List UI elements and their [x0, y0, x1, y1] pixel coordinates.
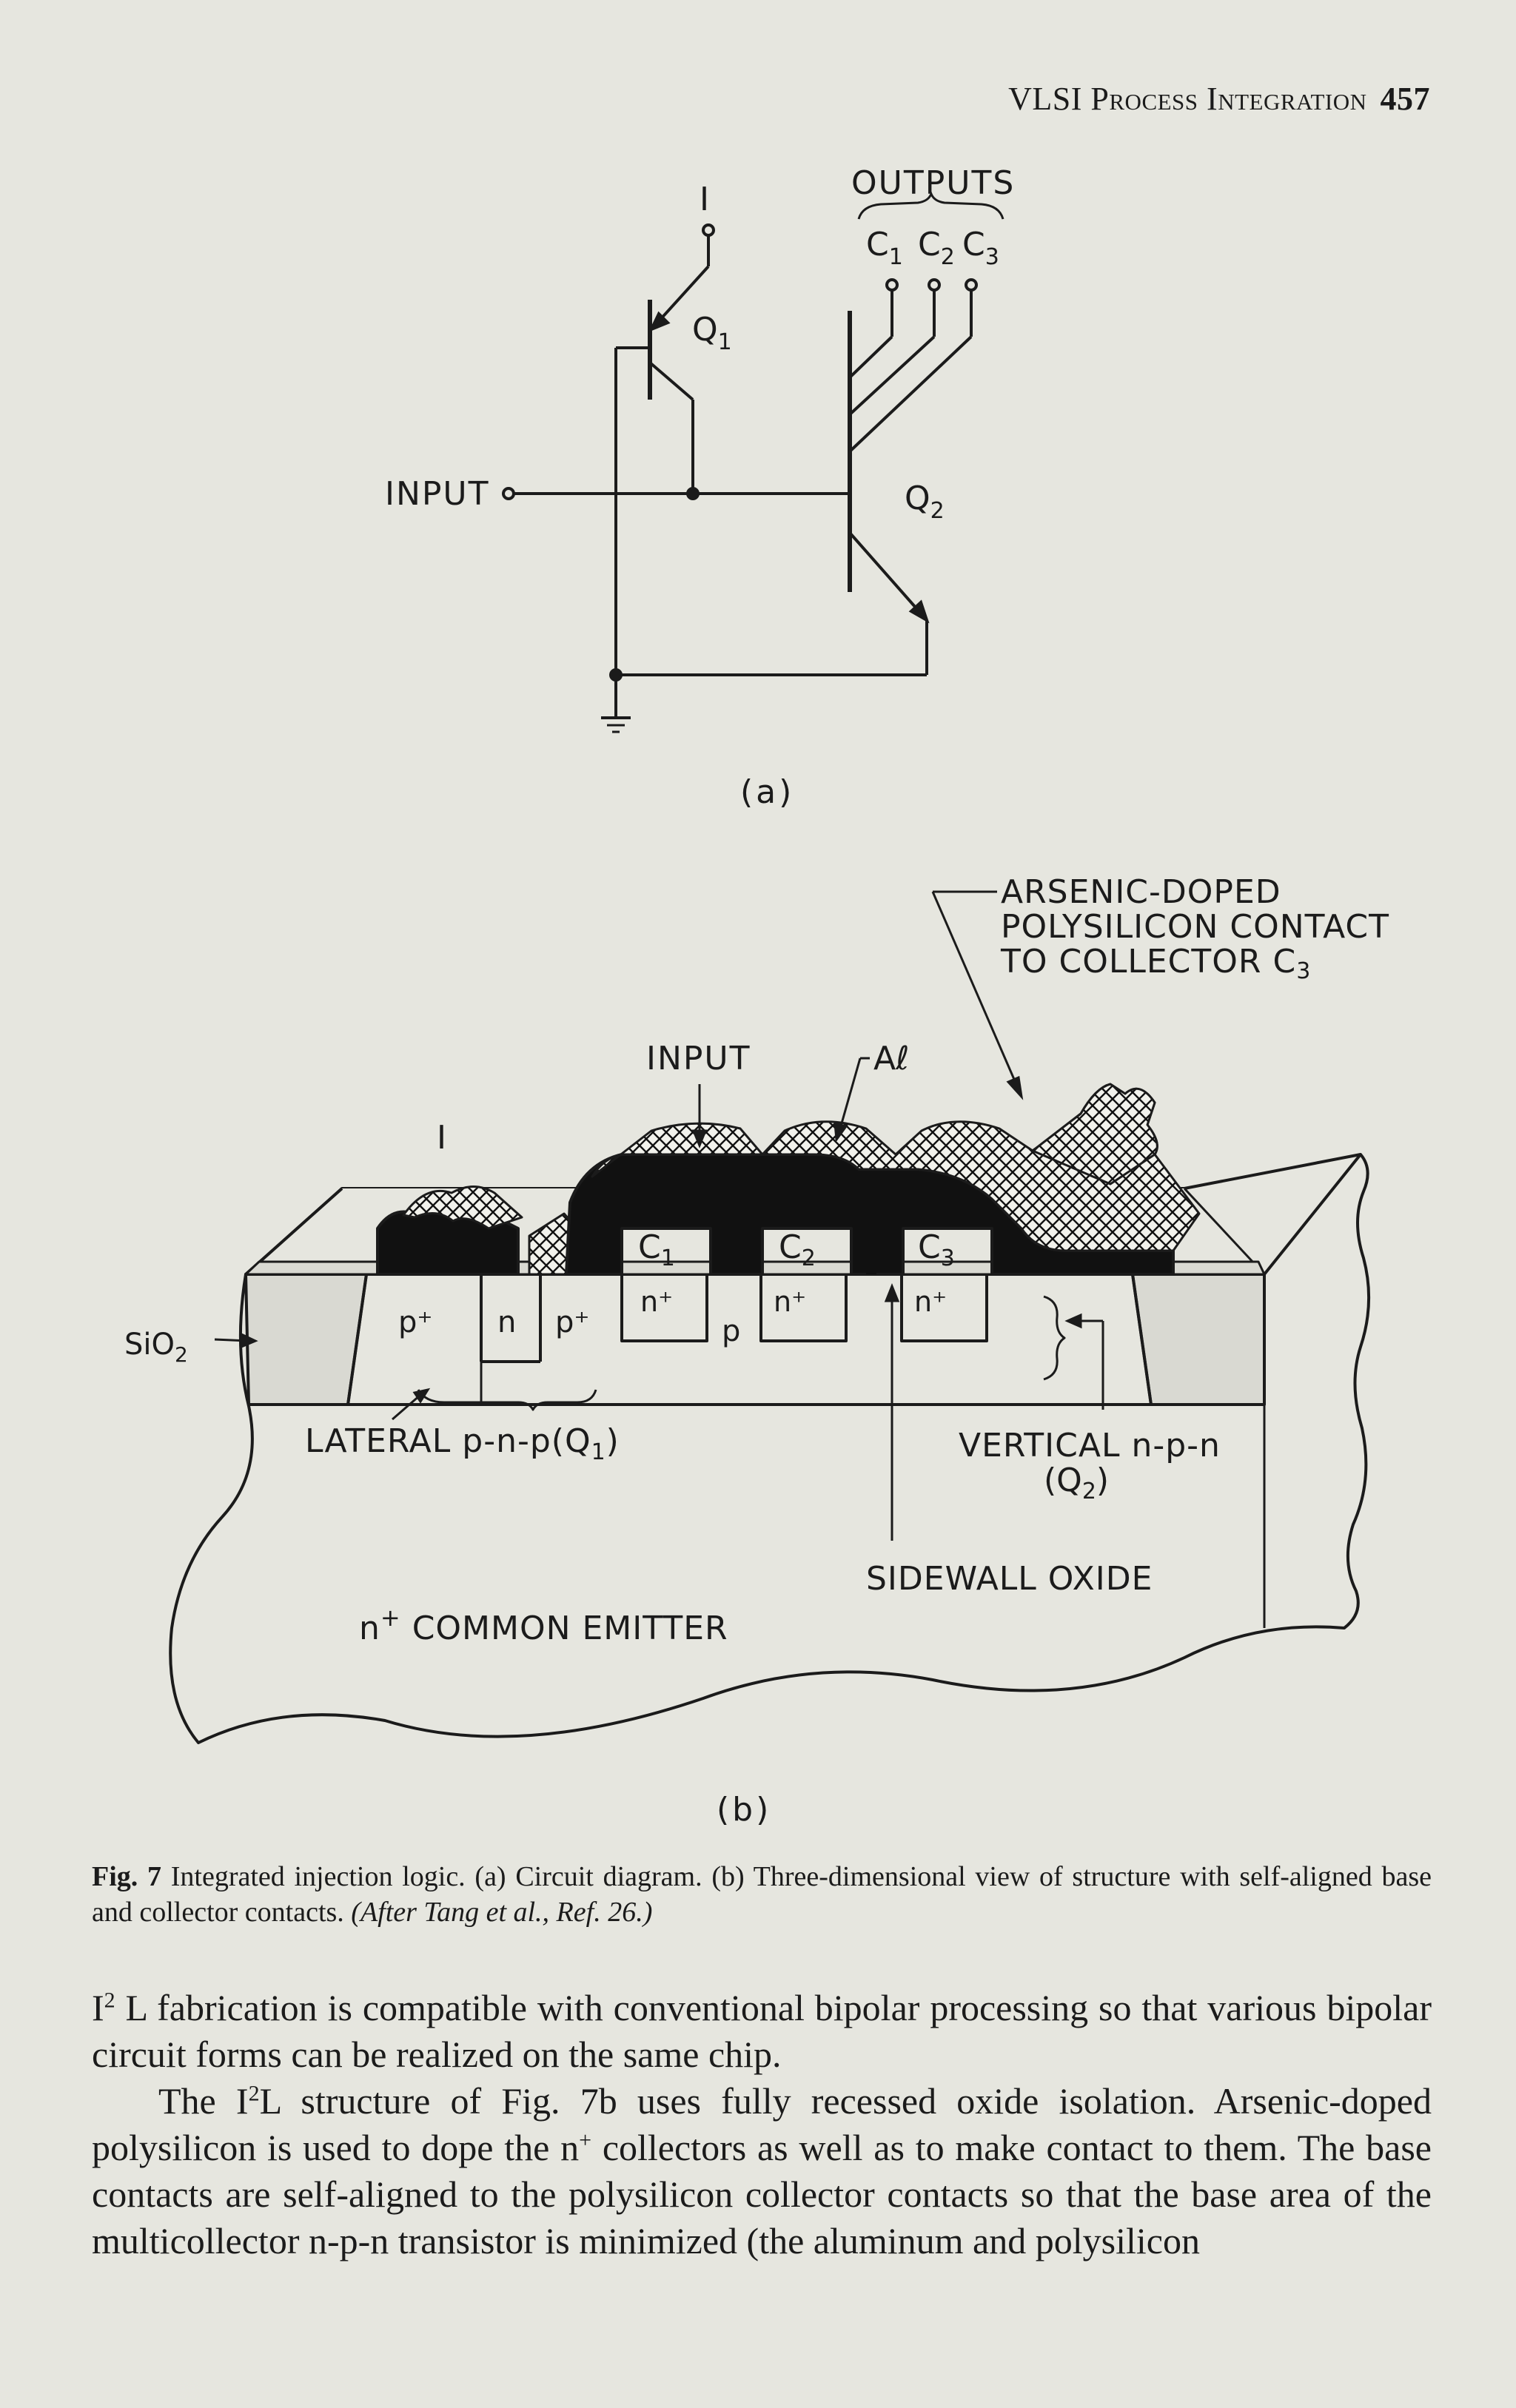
label-lateral: LATERAL p-n-p(Q1) — [305, 1422, 620, 1465]
label-vertical-2: (Q2) — [1044, 1462, 1109, 1504]
p1-sup: 2 — [104, 1988, 115, 2013]
label-n-plus-2: n⁺ — [774, 1285, 806, 1318]
paragraph-2: The I2L structure of Fig. 7b uses fully … — [92, 2078, 1432, 2264]
p2-start: The I — [158, 2080, 249, 2122]
label-c1: C1 — [866, 226, 903, 270]
caption-text: Integrated injection logic. (a) Circuit … — [92, 1861, 1432, 1928]
running-title-prefix: VLSI — [1008, 81, 1091, 117]
label-c2-b: C2 — [779, 1228, 816, 1271]
panel-label-a: (a) — [740, 773, 794, 811]
p1-text: L fabrication is compatible with convent… — [92, 1987, 1432, 2075]
injector-poly — [402, 1185, 523, 1230]
structure-labels: ARSENIC-DOPED POLYSILICON CONTACT TO COL… — [124, 873, 1389, 1829]
label-c2: C2 — [918, 226, 955, 270]
label-input-b: INPUT — [646, 1040, 751, 1077]
caption-citation: (After Tang et al., Ref. 26.) — [351, 1897, 653, 1928]
oxide-right — [1131, 1273, 1266, 1406]
figure-caption: Fig. 7 Integrated injection logic. (a) C… — [92, 1859, 1432, 1930]
figure-7: I OUTPUTS C1 C2 C3 Q1 Q2 INPUT (a) — [124, 164, 1389, 1829]
label-c3: C3 — [962, 226, 999, 270]
label-p: p — [722, 1314, 740, 1348]
page-number: 457 — [1380, 81, 1430, 117]
label-arsenic-3: TO COLLECTOR C3 — [1000, 943, 1311, 984]
terminal-I — [702, 223, 715, 237]
label-arsenic-2: POLYSILICON CONTACT — [1001, 908, 1389, 946]
label-outputs: OUTPUTS — [851, 164, 1015, 202]
label-c3-b: C3 — [918, 1228, 955, 1271]
label-al: Aℓ — [873, 1040, 909, 1077]
caption-fig-label: Fig. 7 — [92, 1861, 162, 1892]
label-p-plus-1: p⁺ — [398, 1305, 433, 1339]
paragraph-1: I2 L fabrication is compatible with conv… — [92, 1985, 1432, 2078]
label-arsenic-1: ARSENIC-DOPED — [1001, 873, 1281, 911]
label-n: n — [497, 1305, 516, 1339]
p2-mid: L structure of Fig. 7b uses fully recess… — [92, 2080, 1432, 2168]
circuit-diagram — [502, 190, 1004, 733]
p2-sup1: 2 — [248, 2081, 260, 2106]
p1-prefix: I — [92, 1987, 104, 2028]
label-I-b: I — [437, 1119, 446, 1157]
p2-sup2: + — [579, 2128, 592, 2153]
label-n-plus-3: n⁺ — [914, 1285, 947, 1318]
label-sidewall: SIDEWALL OXIDE — [866, 1560, 1153, 1598]
circuit-labels: I OUTPUTS C1 C2 C3 Q1 Q2 INPUT (a) — [385, 164, 1015, 811]
label-q2: Q2 — [905, 480, 945, 524]
running-title: Process Integration — [1090, 81, 1367, 117]
label-I: I — [700, 181, 709, 218]
structure-3d — [169, 1083, 1371, 1744]
p2-end: collectors as well as to make contact to… — [92, 2127, 1432, 2261]
body-text: I2 L fabrication is compatible with conv… — [92, 1985, 1432, 2264]
label-input-a: INPUT — [385, 475, 490, 513]
poly-contact-c3 — [1031, 1083, 1158, 1185]
input-terminal — [502, 487, 515, 500]
panel-label-b: (b) — [717, 1791, 771, 1829]
label-sio2: SiO2 — [124, 1328, 188, 1367]
leader-lines — [214, 890, 1104, 1541]
label-q1: Q1 — [692, 311, 732, 355]
running-head: VLSI Process Integration 457 — [1008, 80, 1430, 118]
label-n-plus-1: n⁺ — [640, 1285, 673, 1318]
n-plus-c2 — [759, 1273, 848, 1342]
label-c1-b: C1 — [638, 1228, 675, 1271]
label-p-plus-2: p⁺ — [555, 1305, 590, 1339]
label-emitter: n+ COMMON EMITTER — [359, 1604, 728, 1647]
substrate — [169, 1153, 1371, 1744]
label-vertical-1: VERTICAL n-p-n — [959, 1427, 1221, 1464]
oxide-left — [244, 1273, 368, 1406]
